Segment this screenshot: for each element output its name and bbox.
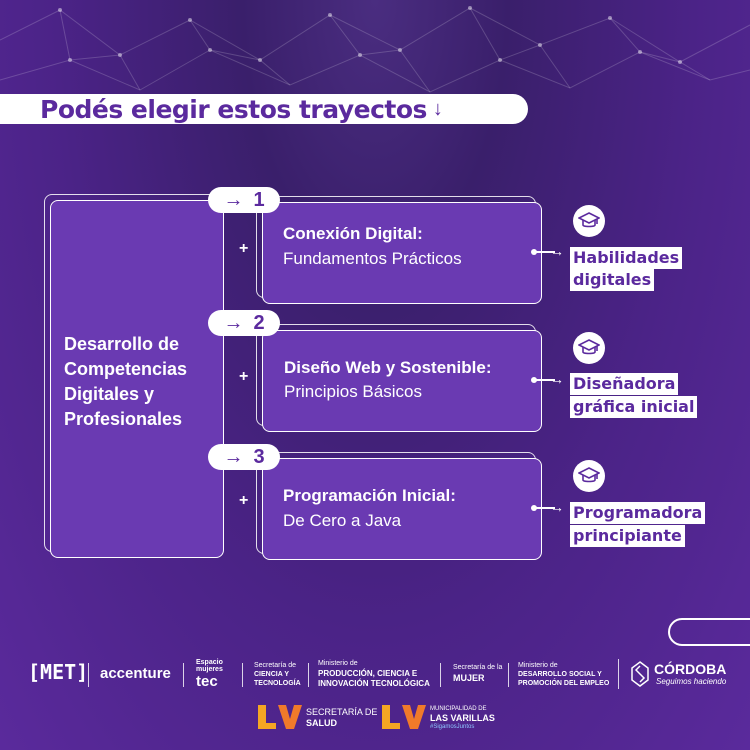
step-1-badge: → 1 <box>208 187 280 213</box>
logo-text: Secretaría de la <box>453 664 503 671</box>
arrow-down-icon: ↓ <box>432 97 443 120</box>
logo-text: mujeres <box>196 666 223 673</box>
logo-text: MUNICIPALIDAD DE <box>430 706 487 712</box>
connector-line <box>535 507 555 509</box>
connector-dot <box>531 377 537 383</box>
connector-line <box>535 251 555 253</box>
logo-text: INNOVACIÓN TECNOLÓGICA <box>318 679 430 688</box>
base-path-line: Desarrollo de <box>64 334 180 354</box>
espacio-tec-text: tec <box>196 673 218 690</box>
step-number: 1 <box>253 188 265 211</box>
title-banner: Podés elegir estos trayectos ↓ <box>0 94 528 124</box>
step-2-badge: → 2 <box>208 310 280 336</box>
step-3-badge: → 3 <box>208 444 280 470</box>
secretaria-salud-logo: SECRETARÍA DE SALUD <box>306 707 377 729</box>
step-number: 3 <box>253 445 265 468</box>
course-subtitle: De Cero a Java <box>283 511 402 530</box>
course-subtitle: Principios Básicos <box>284 382 422 401</box>
base-path-line: Competencias <box>64 359 188 379</box>
course-title: Conexión Digital: <box>283 224 423 243</box>
network-pattern <box>0 6 750 93</box>
logo-text: PRODUCCIÓN, CIENCIA E <box>318 669 418 678</box>
decorative-pill <box>668 618 750 646</box>
plus-icon: + <box>239 240 249 257</box>
course-title: Programación Inicial: <box>283 486 456 505</box>
lv-logo-icon <box>382 705 426 729</box>
course-title: Diseño Web y Sostenible: <box>284 358 492 377</box>
divider <box>88 663 89 687</box>
municipalidad-logo: MUNICIPALIDAD DE LAS VARILLAS #SigamosJu… <box>430 705 495 731</box>
espacio-mujeres-tec-logo: Espacio mujeres <box>196 659 223 673</box>
outcome-line: Habilidades <box>570 247 683 269</box>
logo-text: Ministerio de <box>518 662 558 669</box>
step-number: 2 <box>253 311 265 334</box>
divider <box>508 663 509 687</box>
page-title: Podés elegir estos trayectos <box>40 94 427 124</box>
arrow-right-icon: → <box>550 371 564 387</box>
connector-dot <box>531 249 537 255</box>
ministerio-desarrollo-logo: Ministerio de DESARROLLO SOCIAL Y PROMOC… <box>518 661 609 688</box>
secretaria-ciencia-logo: Secretaría de CIENCIA Y TECNOLOGÍA <box>254 661 301 688</box>
lv-logo-icon <box>258 705 302 729</box>
logo-text: CIENCIA Y <box>254 671 290 678</box>
course-subtitle: Fundamentos Prácticos <box>283 249 462 268</box>
cordoba-logo: CÓRDOBA <box>654 661 727 677</box>
arrow-right-icon: → <box>223 188 244 211</box>
logo-text: #SigamosJuntos <box>430 724 475 730</box>
course-3-box <box>262 458 542 560</box>
course-2-box <box>262 330 542 432</box>
plus-icon: + <box>239 492 249 509</box>
divider <box>440 663 441 687</box>
logo-text: LAS VARILLAS <box>430 713 495 723</box>
secretaria-mujer-logo: Secretaría de la MUJER <box>453 663 502 683</box>
graduation-cap-icon <box>573 332 605 364</box>
footer-logos: [MET] accenture Espacio mujeres tec Secr… <box>0 655 750 750</box>
ministerio-produccion-logo: Ministerio de PRODUCCIÓN, CIENCIA E INNO… <box>318 659 430 689</box>
base-path-label: Desarrollo de Competencias Digitales y P… <box>64 332 234 432</box>
arrow-right-icon: → <box>223 445 244 468</box>
graduation-cap-icon <box>573 205 605 237</box>
met-logo: [MET] <box>28 660 89 684</box>
connector-line <box>535 379 555 381</box>
base-path-box <box>50 200 224 558</box>
logo-text: Ministerio de <box>318 660 358 667</box>
graduation-cap-icon <box>573 460 605 492</box>
logo-text: TECNOLOGÍA <box>254 680 301 687</box>
logo-text: SALUD <box>306 718 337 728</box>
accenture-logo: accenture <box>100 665 171 682</box>
base-path-line: Digitales y <box>64 384 155 404</box>
cordoba-tagline: Seguimos haciendo <box>656 677 727 686</box>
logo-text: DESARROLLO SOCIAL Y <box>518 671 602 678</box>
divider <box>242 663 243 687</box>
outcome-line: Programadora <box>570 502 706 524</box>
arrow-right-icon: → <box>550 243 564 259</box>
base-path-line: Profesionales <box>64 409 183 429</box>
outcome-line: gráfica inicial <box>570 396 698 418</box>
outcome-line: Diseñadora <box>570 373 679 395</box>
cordoba-emblem-icon <box>631 661 649 687</box>
logo-text: MUJER <box>453 673 485 683</box>
outcome-line: principiante <box>570 525 685 547</box>
logo-text: Secretaría de <box>254 662 297 669</box>
outcome-line: digitales <box>570 269 655 291</box>
course-1-box <box>262 202 542 304</box>
connector-dot <box>531 505 537 511</box>
logo-text: PROMOCIÓN DEL EMPLEO <box>518 680 610 687</box>
logo-text: SECRETARÍA DE <box>306 707 378 717</box>
arrow-right-icon: → <box>223 311 244 334</box>
plus-icon: + <box>239 368 249 385</box>
divider <box>308 663 309 687</box>
divider <box>183 663 184 687</box>
divider <box>618 659 619 689</box>
arrow-right-icon: → <box>550 499 564 515</box>
logo-text: Espacio <box>196 659 223 666</box>
